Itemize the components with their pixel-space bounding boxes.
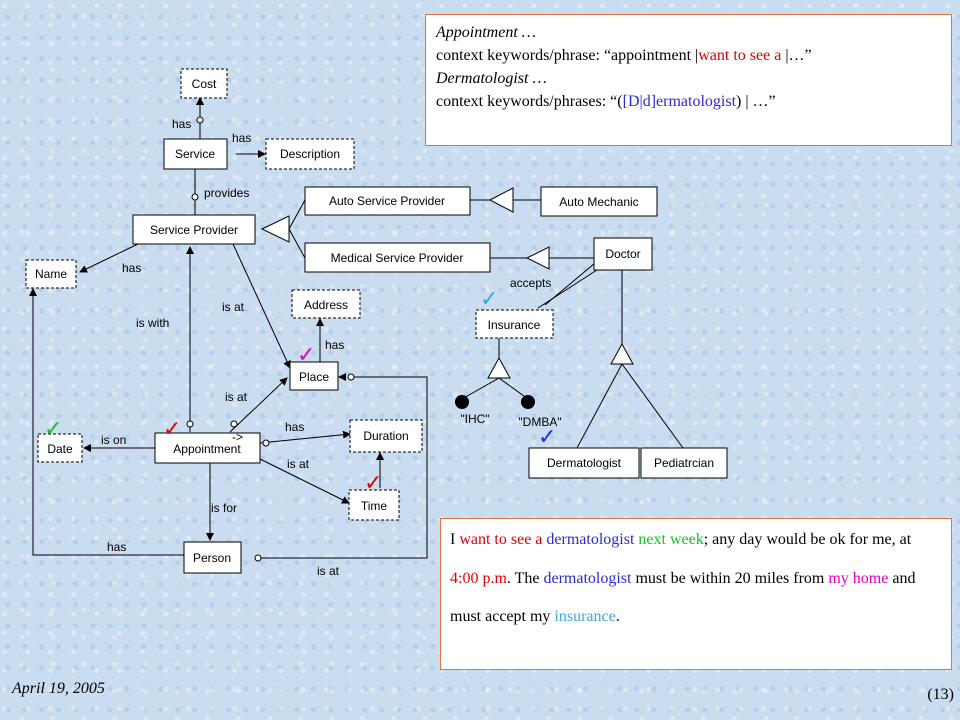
svg-text:Person: Person [193, 551, 231, 565]
svg-text:Auto Mechanic: Auto Mechanic [559, 195, 638, 209]
entity-description: Description [265, 138, 355, 170]
footer-date: April 19, 2005 [12, 680, 105, 697]
rel-label: is at [225, 390, 248, 404]
context-keywords-panel: Appointment … context keywords/phrase: “… [425, 14, 952, 146]
entity-person: Person [183, 541, 242, 574]
entity-place: Place [289, 361, 339, 391]
rel-label: has [172, 117, 191, 131]
check-icon: ✓ [480, 287, 498, 312]
generalization-triangle [525, 246, 550, 270]
entity-appointment: Appointment [154, 432, 261, 464]
entity-service-provider: Service Provider [132, 214, 256, 245]
panel-line: Appointment … [436, 24, 536, 41]
link-has-duration [259, 430, 351, 444]
svg-text:Duration: Duration [363, 429, 408, 443]
entity-name: Name [25, 259, 77, 289]
svg-text:Service Provider: Service Provider [150, 223, 238, 237]
link-sp-name [79, 242, 141, 273]
panel-line: context keywords/phrase: “appointment |w… [436, 47, 812, 64]
entity-dermatologist: Dermatologist [528, 447, 640, 479]
check-icon: ✓ [364, 471, 382, 496]
svg-text:Cost: Cost [192, 77, 217, 91]
rel-label: provides [204, 186, 249, 200]
rel-label: is at [222, 300, 245, 314]
link-person-place [260, 376, 428, 559]
arrow-marker: -> [232, 430, 243, 444]
request-text-panel: I want to see a dermatologist next week;… [440, 518, 952, 670]
panel-line: context keywords/phrases: “([D|d]ermatol… [436, 93, 776, 110]
svg-text:Auto Service Provider: Auto Service Provider [329, 194, 445, 208]
link-appt-place [229, 377, 288, 433]
page-number: (13) [927, 686, 954, 703]
instance-dot-ihc [455, 395, 469, 409]
rel-label: is at [287, 457, 310, 471]
instance-dot-dmba [521, 395, 535, 409]
svg-text:Address: Address [304, 298, 348, 312]
svg-text:Doctor: Doctor [605, 247, 640, 261]
entity-pediatrician: Pediatrcian [640, 447, 728, 479]
generalization-triangle [488, 187, 514, 213]
entity-duration: Duration [349, 419, 423, 453]
svg-text:Name: Name [35, 267, 67, 281]
svg-text:Insurance: Insurance [488, 318, 541, 332]
rel-label: accepts [510, 276, 551, 290]
rel-label: has [285, 420, 304, 434]
rel-label: is on [101, 433, 126, 447]
entity-time: Time [348, 489, 400, 521]
rel-label: is at [317, 564, 340, 578]
optional-marker [196, 116, 204, 124]
svg-text:Medical Service Provider: Medical Service Provider [331, 251, 464, 265]
entity-date: Date [37, 433, 83, 463]
entity-auto-service-provider: Auto Service Provider [304, 186, 471, 216]
link-appt-time [257, 457, 350, 504]
svg-text:Dermatologist: Dermatologist [547, 456, 622, 470]
svg-text:Place: Place [299, 370, 329, 384]
entity-auto-mechanic: Auto Mechanic [540, 186, 658, 217]
rel-label: has [232, 131, 251, 145]
entity-address: Address [291, 289, 361, 319]
entity-insurance: Insurance [475, 309, 554, 339]
generalization-triangle [487, 356, 511, 379]
check-icon: ✓ [44, 417, 62, 442]
svg-text:Date: Date [47, 442, 73, 456]
value-dmba: "DMBA" [518, 415, 561, 429]
generalization-triangle [610, 342, 634, 365]
entity-doctor: Doctor [593, 237, 653, 271]
panel-line: Dermatologist … [436, 70, 547, 87]
svg-text:Time: Time [361, 499, 388, 513]
entity-medical-service-provider: Medical Service Provider [304, 242, 491, 273]
entity-service: Service [163, 138, 228, 170]
link-accepts [537, 267, 601, 309]
svg-text:Appointment: Appointment [173, 442, 241, 456]
rel-label: is with [136, 316, 169, 330]
check-icon: ✓ [538, 425, 556, 450]
link-person-name [32, 290, 184, 556]
generalization-triangle [260, 215, 290, 243]
svg-text:Description: Description [280, 147, 340, 161]
rel-label: is for [211, 501, 237, 515]
rel-label: has [107, 540, 126, 554]
link-sp-place [232, 243, 291, 369]
svg-text:Service: Service [175, 147, 215, 161]
value-ihc: "IHC" [460, 412, 489, 426]
rel-label: has [325, 338, 344, 352]
entity-cost: Cost [180, 68, 228, 99]
check-icon: ✓ [297, 343, 315, 368]
rel-label: has [122, 261, 141, 275]
check-icon: ✓ [163, 417, 181, 442]
svg-text:Pediatrcian: Pediatrcian [654, 456, 714, 470]
